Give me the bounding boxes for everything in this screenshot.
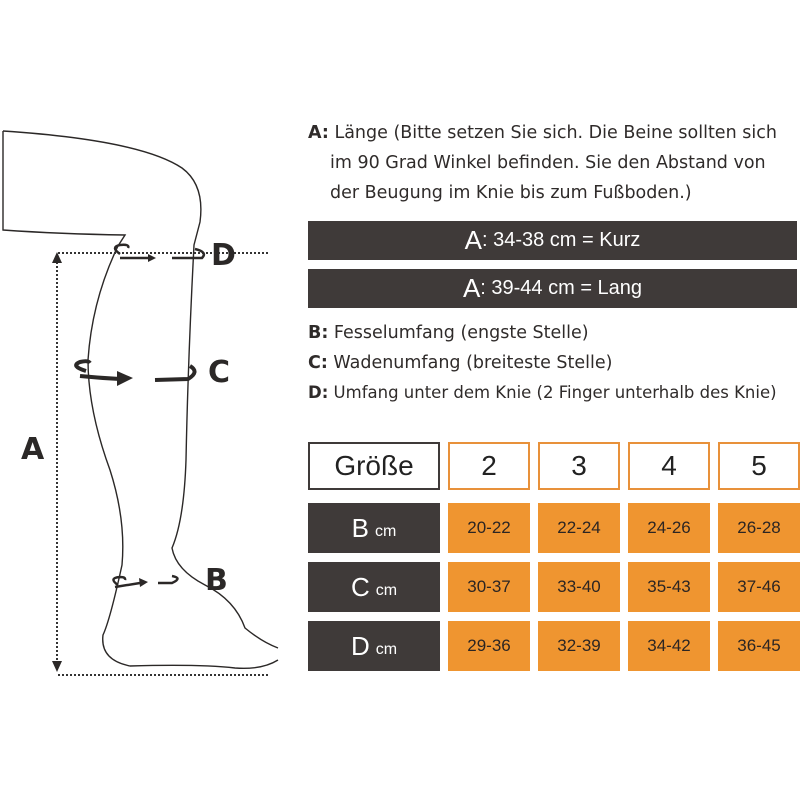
table-cell: 24-26 xyxy=(628,503,710,553)
arrow-c-icon xyxy=(117,371,133,386)
arrow-b-icon xyxy=(139,578,148,587)
ring-b xyxy=(112,574,179,589)
length-long-bar: A: 39-44 cm = Lang xyxy=(308,269,797,308)
thigh-outline xyxy=(2,131,279,670)
row-key: D xyxy=(350,630,370,661)
c-text: Wadenumfang (breiteste Stelle) xyxy=(333,353,613,373)
bar-text: : 34-38 cm = Kurz xyxy=(481,229,641,251)
size-col-2: 2 xyxy=(448,442,530,490)
table-cell: 36-45 xyxy=(718,621,800,671)
table-cell: 22-24 xyxy=(538,503,620,553)
arrow-d-icon xyxy=(148,254,156,262)
leg-right-outline xyxy=(2,130,279,649)
table-cell: 30-37 xyxy=(448,562,530,612)
a-line-3: der Beugung im Knie bis zum Fußboden.) xyxy=(330,183,692,203)
size-col-5: 5 xyxy=(718,442,800,490)
table-cell: 20-22 xyxy=(448,503,530,553)
row-key: B xyxy=(351,512,369,543)
label-d: D xyxy=(211,238,236,273)
bar-text: : 39-44 cm = Lang xyxy=(480,277,643,299)
row-unit: cm xyxy=(375,582,398,599)
description-a: A: Länge (Bitte setzen Sie sich. Die Bei… xyxy=(308,118,777,208)
key-d: D: xyxy=(308,383,329,402)
label-b: B xyxy=(205,563,228,598)
table-cell: 26-28 xyxy=(718,503,800,553)
label-a: A xyxy=(21,432,45,467)
table-cell: 35-43 xyxy=(628,562,710,612)
bar-key: A xyxy=(462,273,481,303)
table-cell: 34-42 xyxy=(628,621,710,671)
a-line-1: Länge (Bitte setzen Sie sich. Die Beine … xyxy=(334,123,777,143)
a-line-2: im 90 Grad Winkel befinden. Sie den Abst… xyxy=(330,153,766,173)
size-col-3: 3 xyxy=(538,442,620,490)
row-unit: cm xyxy=(375,523,397,540)
size-col-4: 4 xyxy=(628,442,710,490)
label-c: C xyxy=(208,355,231,390)
arrow-down-icon xyxy=(52,661,62,672)
key-c: C: xyxy=(308,353,328,373)
ring-d xyxy=(113,243,206,260)
table-cell: 37-46 xyxy=(718,562,800,612)
description-bcd: B: Fesselumfang (engste Stelle) C: Waden… xyxy=(308,318,777,408)
size-header: Größe xyxy=(308,442,440,490)
length-short-bar: A: 34-38 cm = Kurz xyxy=(308,221,797,260)
arrow-up-icon xyxy=(52,252,62,263)
ring-c xyxy=(74,359,197,382)
table-cell: 32-39 xyxy=(538,621,620,671)
table-cell: 29-36 xyxy=(448,621,530,671)
table-cell: 33-40 xyxy=(538,562,620,612)
row-unit: cm xyxy=(375,641,398,658)
bar-key: A xyxy=(464,225,482,255)
d-text: Umfang unter dem Knie (2 Finger unterhal… xyxy=(333,383,777,402)
b-text: Fesselumfang (engste Stelle) xyxy=(333,323,589,343)
row-key: C xyxy=(350,571,370,602)
key-b: B: xyxy=(308,323,329,343)
leg-diagram xyxy=(2,130,279,676)
key-a: A: xyxy=(308,123,329,143)
